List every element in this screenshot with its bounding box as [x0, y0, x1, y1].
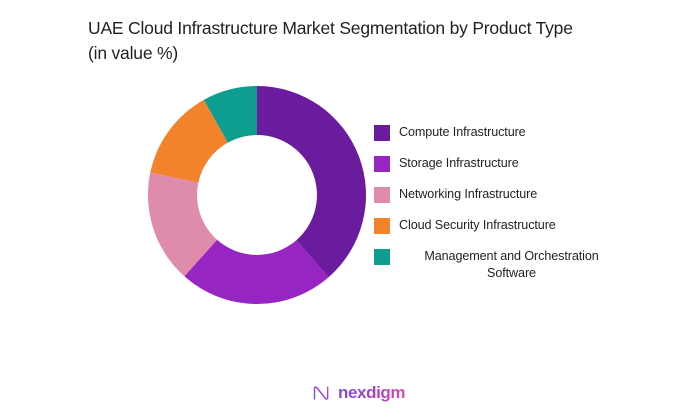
- legend-swatch-cloud-security-infrastructure: [374, 218, 390, 234]
- page-title: UAE Cloud Infrastructure Market Segmenta…: [88, 16, 648, 66]
- donut-chart-svg: [148, 86, 366, 304]
- donut-slice[interactable]: [257, 86, 366, 278]
- legend-label-cloud-security-infrastructure: Cloud Security Infrastructure: [399, 218, 556, 232]
- brand-name: nexdigm: [338, 383, 406, 402]
- donut-chart: [148, 86, 366, 304]
- legend-label-compute-infrastructure: Compute Infrastructure: [399, 125, 526, 139]
- donut-slice[interactable]: [203, 86, 257, 143]
- nexdigm-n-logo-icon: [313, 386, 329, 400]
- legend-item-storage-infrastructure[interactable]: Storage Infrastructure: [374, 155, 634, 172]
- legend-item-networking-infrastructure[interactable]: Networking Infrastructure: [374, 186, 634, 203]
- donut-slice[interactable]: [184, 239, 329, 304]
- legend-label-management-and-orchestration-software: Management and Orchestration Software: [424, 249, 599, 280]
- legend-label-storage-infrastructure: Storage Infrastructure: [399, 156, 519, 170]
- donut-slice[interactable]: [150, 99, 228, 183]
- legend-swatch-storage-infrastructure: [374, 156, 390, 172]
- legend-item-management-and-orchestration-software[interactable]: Management and Orchestration Software: [374, 248, 634, 282]
- legend-swatch-compute-infrastructure: [374, 125, 390, 141]
- brand-logo: nexdigm: [311, 381, 406, 405]
- donut-slice[interactable]: [148, 172, 218, 277]
- legend-item-cloud-security-infrastructure[interactable]: Cloud Security Infrastructure: [374, 217, 634, 234]
- legend-swatch-management-and-orchestration-software: [374, 249, 390, 265]
- legend-label-networking-infrastructure: Networking Infrastructure: [399, 187, 538, 201]
- page-title-line-2: (in value %): [88, 43, 178, 63]
- legend-swatch-networking-infrastructure: [374, 187, 390, 203]
- chart-legend: Compute Infrastructure Storage Infrastru…: [374, 124, 634, 282]
- legend-item-compute-infrastructure[interactable]: Compute Infrastructure: [374, 124, 634, 141]
- page-title-line-1: UAE Cloud Infrastructure Market Segmenta…: [88, 18, 573, 38]
